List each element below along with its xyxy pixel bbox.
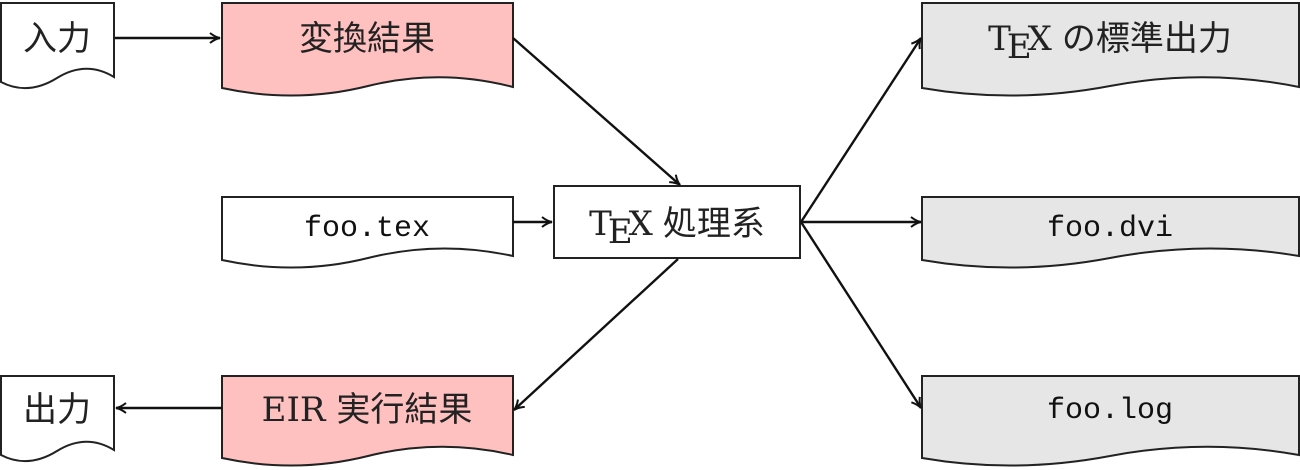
tex-stdout-suffix: の標準出力 (1062, 19, 1232, 59)
arrow-engine-to-eir (513, 258, 679, 411)
foo-tex-document-shape (221, 196, 514, 269)
arrow-engine-to-stdout (799, 37, 923, 223)
foo-log-document-shape (921, 375, 1300, 467)
tex-engine-box (553, 185, 801, 259)
foo-dvi-label: foo.dvi (1047, 212, 1173, 246)
tex-engine-suffix: 処理系 (663, 204, 765, 244)
tex-logo-x: X (1028, 19, 1053, 59)
output-label: 出力 (23, 390, 91, 430)
tex-logo-e: E (608, 212, 633, 252)
output-document-shape (0, 375, 115, 462)
tex-stdout-document-shape (921, 2, 1300, 97)
tex-logo-t: T (589, 204, 612, 244)
tex-logo-t: T (988, 19, 1011, 59)
foo-tex-label: foo.tex (304, 212, 430, 246)
foo-log-label: foo.log (1047, 394, 1173, 428)
converted-document-shape (221, 2, 514, 97)
arrow-engine-to-log (799, 221, 923, 409)
input-label: 入力 (23, 19, 91, 59)
tex-logo-x: X (629, 204, 654, 244)
arrow-converted-to-engine (512, 37, 681, 186)
foo-dvi-document-shape (921, 196, 1300, 269)
input-document-shape (0, 2, 115, 89)
eir-result-label: EIR 実行結果 (262, 390, 473, 430)
converted-label: 変換結果 (299, 19, 435, 59)
tex-logo-e: E (1007, 27, 1032, 67)
eir-result-document-shape (221, 375, 514, 467)
